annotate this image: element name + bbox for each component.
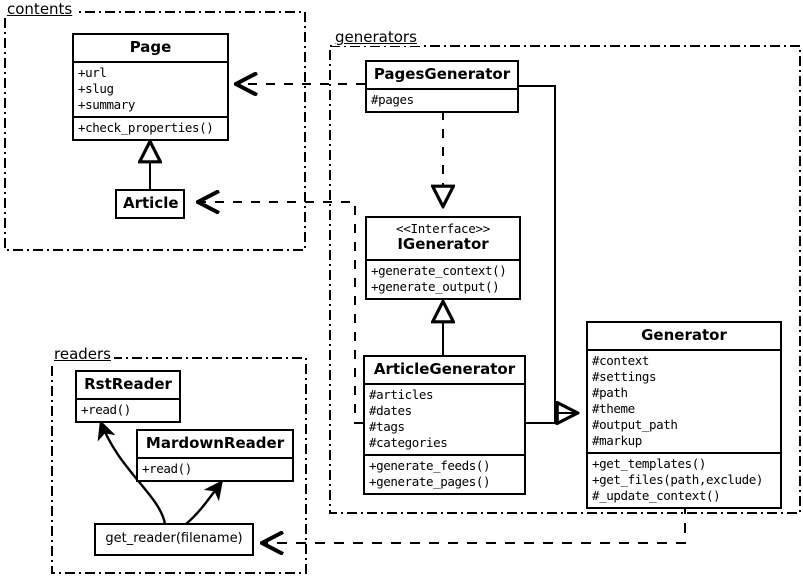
method: +read() [81,402,131,418]
class-title-article-generator: ArticleGenerator [373,360,516,378]
class-methods-igenerator: +generate_context() +generate_output() [367,258,519,298]
class-box-rst-reader[interactable]: RstReader +read() [75,370,181,424]
class-title-generator: Generator [641,326,727,344]
package-label-contents: contents [4,0,76,18]
method: +get_templates() [592,456,707,472]
class-attributes-page: +url +slug +summary [74,61,227,116]
attribute: #markup [592,433,642,449]
attribute: #tags [369,419,405,435]
attribute: +slug [78,81,114,97]
function-label-get-reader: get_reader(filename) [105,531,243,546]
attribute: +url [78,65,107,81]
package-frame-readers [51,357,307,574]
package-frame-contents [4,11,306,251]
method: +read() [142,461,192,477]
package-label-generators: generators [332,28,420,46]
attribute: #output_path [592,417,678,433]
class-box-mardown-reader[interactable]: MardownReader +read() [136,429,294,483]
method: +generate_feeds() [369,458,491,474]
package-label-readers: readers [51,345,114,363]
attribute: #settings [592,369,657,385]
package-frame-generators [329,45,801,514]
method: +get_files(path,exclude) [592,472,764,488]
method: +check_properties() [78,120,214,136]
class-attributes-generator: #context #settings #path #theme #output_… [588,349,780,452]
class-methods-rst-reader: +read() [77,398,179,421]
class-box-generator[interactable]: Generator #context #settings #path #them… [586,321,782,510]
class-title-rst-reader: RstReader [84,375,172,393]
attribute: #theme [592,401,635,417]
method: #_update_context() [592,488,721,504]
class-box-page[interactable]: Page +url +slug +summary +check_properti… [72,33,229,142]
attribute: #dates [369,403,412,419]
attribute: #path [592,385,628,401]
edge-articlegenerator-depends-article [198,202,363,424]
class-title-article: Article [123,194,179,212]
class-name-igenerator: IGenerator [397,235,489,254]
class-attributes-pages-generator: #pages [367,88,517,111]
edge-get_reader-creates-mardownreader [185,479,224,525]
function-box-get-reader[interactable]: get_reader(filename) [94,523,254,556]
method: +generate_output() [371,278,500,294]
attribute: #pages [371,92,414,108]
edge-generator-depends-get_reader [262,504,686,543]
class-methods-article-generator: +generate_feeds() +generate_pages() [365,454,524,493]
class-box-igenerator[interactable]: <<Interface>> IGenerator +generate_conte… [365,216,521,300]
attribute: #articles [369,387,434,403]
attribute: #categories [369,435,448,451]
class-box-article[interactable]: Article [115,189,185,220]
class-methods-mardown-reader: +read() [138,457,292,480]
class-box-pages-generator[interactable]: PagesGenerator #pages [365,60,519,114]
class-methods-generator: +get_templates() +get_files(path,exclude… [588,452,780,507]
class-attributes-article-generator: #articles #dates #tags #categories [365,383,524,454]
edge-articlegenerator-generalizes-generator [526,412,578,424]
class-title-mardown-reader: MardownReader [145,434,285,452]
class-title-igenerator: <<Interface>> IGenerator [367,218,519,259]
attribute: +summary [78,97,136,113]
class-title-pages-generator: PagesGenerator [373,65,511,83]
edge-pagesgenerator-generalizes-generator [519,85,578,413]
class-box-article-generator[interactable]: ArticleGenerator #articles #dates #tags … [363,355,526,496]
class-methods-page: +check_properties() [74,116,227,139]
attribute: #context [592,353,650,369]
method: +generate_context() [371,262,507,278]
method: +generate_pages() [369,474,491,490]
class-stereotype-igenerator: <<Interface>> [396,221,490,236]
class-title-page: Page [129,38,172,56]
